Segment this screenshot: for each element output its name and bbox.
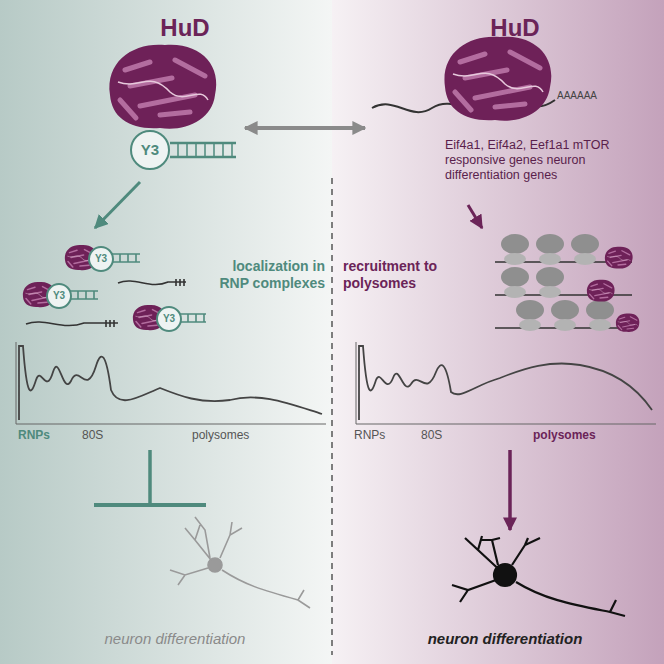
drawing-stroke	[170, 143, 236, 157]
polya-tail: AAAAAA	[557, 90, 597, 102]
drawing-stroke	[176, 279, 184, 286]
figure-part	[587, 280, 615, 302]
text-slot: Y3	[53, 290, 65, 302]
rna-loop: Y3	[46, 283, 72, 309]
drawing-stroke	[356, 342, 656, 424]
protein-complex: HuD Eif4a1, Eif4a2, Eef1a1 mTOR responsiv…	[365, 8, 645, 205]
figure-part	[605, 247, 633, 269]
label-slot: AAAAAA	[557, 90, 597, 102]
node-text: 80S	[82, 428, 122, 442]
rna-loop: Y3	[130, 130, 170, 170]
text-slot: recruitment to polysomes	[343, 258, 483, 292]
protein-complex: HuD Y3	[60, 8, 245, 182]
figure-part	[536, 234, 564, 265]
text-slot: 80S	[421, 428, 461, 442]
drawing-stroke	[0, 0, 332, 664]
drawing-stroke	[494, 564, 516, 586]
text-slot: Y3	[95, 253, 107, 265]
drawing-stroke	[332, 0, 664, 664]
arrow-connector	[508, 450, 512, 530]
figure-part	[586, 300, 614, 331]
drawing-stroke	[16, 342, 326, 424]
rnp-region: localization in RNP complexesY3Y3Y3	[20, 228, 328, 335]
rna-loop: Y3	[88, 246, 114, 272]
text-slot: neuron differentiation	[50, 630, 300, 648]
drawing-stroke	[452, 536, 625, 616]
figure-part	[551, 300, 579, 331]
arrow-connector	[245, 126, 365, 130]
figure-part	[501, 267, 529, 298]
text-slot: polysomes	[192, 428, 272, 442]
figure-part	[501, 234, 529, 265]
drawing-stroke	[70, 291, 98, 299]
node-text: HuD	[150, 14, 220, 43]
drawing-stroke	[106, 320, 114, 327]
text-slot: Eif4a1, Eif4a2, Eef1a1 mTOR responsive g…	[445, 138, 637, 183]
node-text: localization in RNP complexes	[203, 258, 325, 292]
rna-loop: Y3	[156, 306, 182, 332]
node-text: HuD	[480, 14, 550, 43]
node-text: RNPs	[18, 428, 68, 442]
profile-plot: RNPs 80S polysomes	[12, 340, 328, 450]
figure-part	[109, 45, 216, 129]
loop-label: Y3	[95, 253, 107, 265]
drawing-stroke	[178, 143, 232, 157]
drawing-stroke	[331, 178, 333, 655]
text-slot: Y3	[163, 313, 175, 325]
loop-label: Y3	[141, 141, 159, 159]
drawing-stroke	[19, 346, 322, 420]
node-text: 80S	[421, 428, 461, 442]
inhibition-connector	[148, 450, 152, 505]
figure-part	[571, 234, 599, 265]
node-text: polysomes	[533, 428, 623, 442]
drawing-stroke	[452, 536, 625, 616]
drawing-stroke	[359, 346, 652, 420]
drawing-stroke	[170, 517, 310, 608]
drawing-stroke	[112, 254, 140, 262]
text-slot: HuD	[150, 14, 220, 43]
text-slot: HuD	[480, 14, 550, 43]
text-slot: 80S	[82, 428, 122, 442]
figure-part	[536, 267, 564, 298]
figure-part	[444, 37, 551, 121]
profile-plot: RNPs 80S polysomes	[348, 340, 656, 450]
drawing-stroke	[180, 314, 206, 322]
node-text: Eif4a1, Eif4a2, Eef1a1 mTOR responsive g…	[445, 138, 637, 183]
figure-part	[516, 300, 544, 331]
text-slot: neuron differentiation	[370, 630, 640, 648]
drawing-stroke	[170, 143, 236, 157]
node-text: recruitment to polysomes	[343, 258, 483, 292]
node-text: polysomes	[192, 428, 272, 442]
drawing-stroke	[170, 517, 310, 608]
figure-part	[616, 313, 640, 331]
neuron-figure: neuron differentiation	[370, 530, 640, 655]
neuron-figure: neuron differentiation	[50, 505, 300, 655]
text-slot: polysomes	[533, 428, 623, 442]
arrow-connector	[95, 182, 140, 228]
polysome-region: recruitment to polysomes	[338, 228, 650, 336]
loop-label: Y3	[53, 290, 65, 302]
node-text: neuron differentiation	[50, 630, 300, 648]
text-slot: RNPs	[354, 428, 404, 442]
drawing-stroke	[26, 322, 118, 326]
text-slot: Y3	[141, 141, 159, 159]
node-text: neuron differentiation	[370, 630, 640, 648]
node-text: RNPs	[354, 428, 404, 442]
arrow-connector	[468, 205, 482, 228]
text-slot: RNPs	[18, 428, 68, 442]
drawing-stroke	[208, 558, 222, 572]
text-slot: localization in RNP complexes	[203, 258, 325, 292]
loop-label: Y3	[163, 313, 175, 325]
